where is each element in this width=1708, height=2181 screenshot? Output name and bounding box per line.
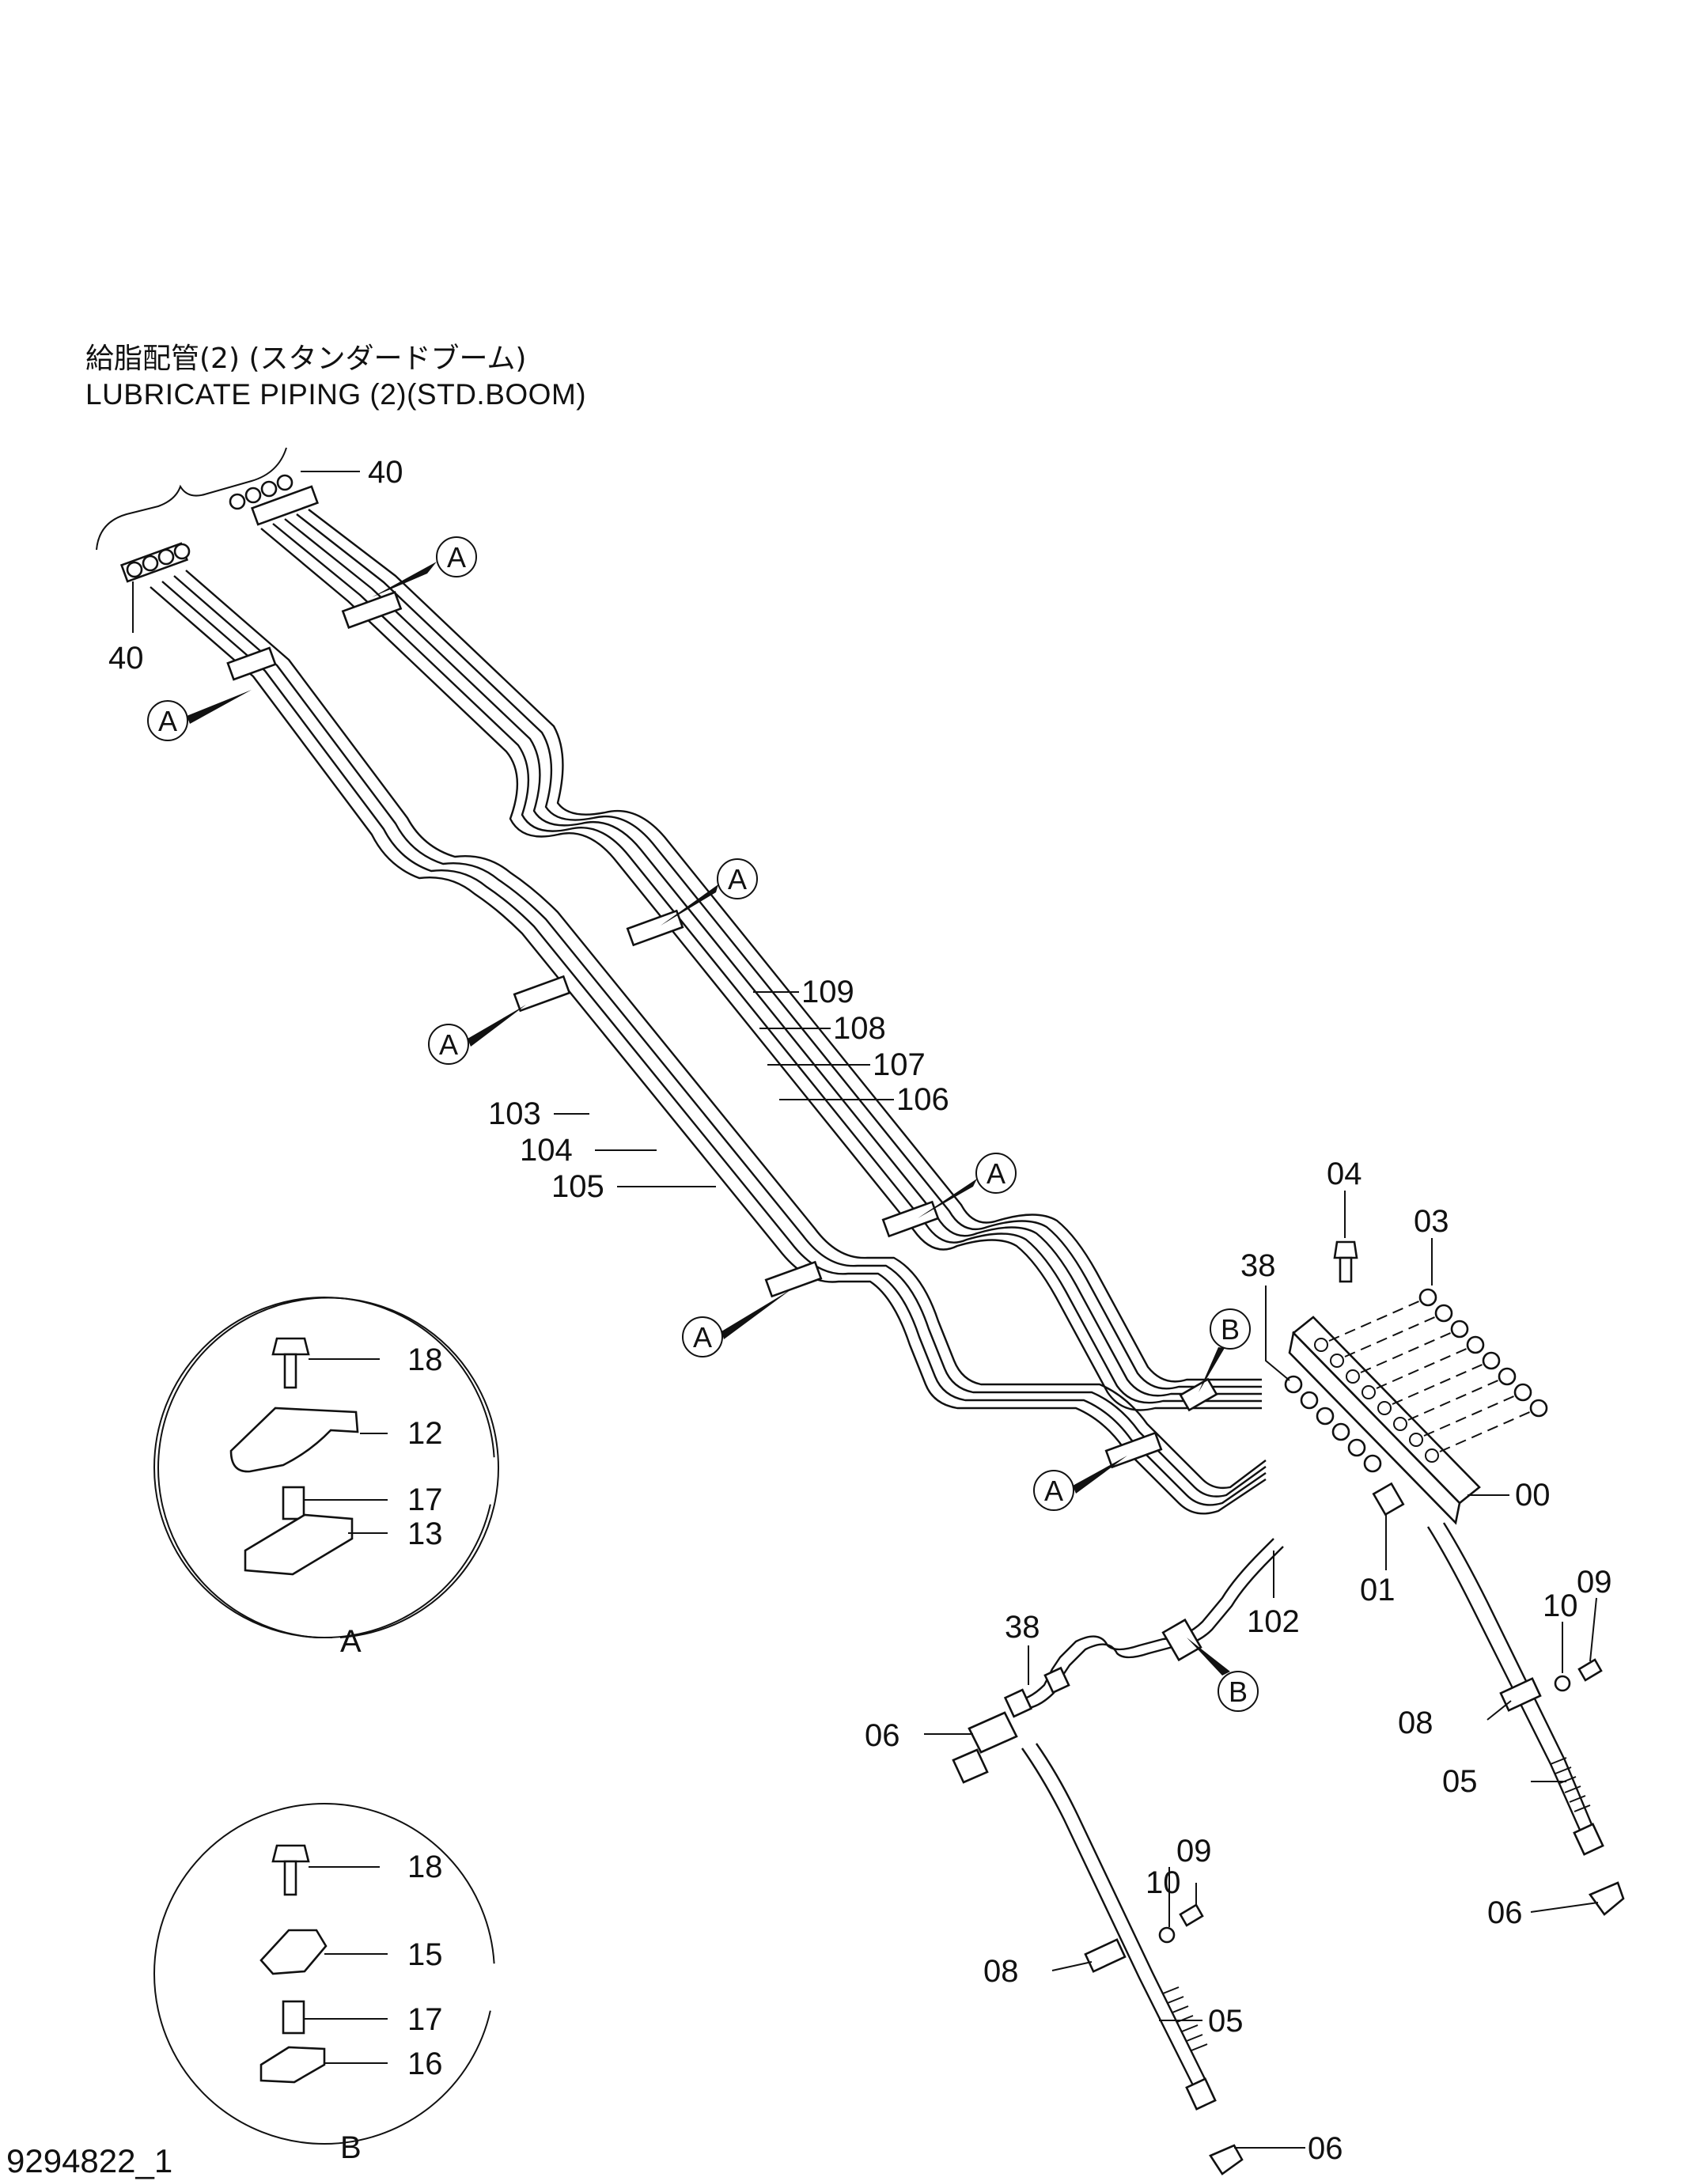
clamp-a1	[226, 646, 277, 681]
detail-b-plate	[259, 2046, 326, 2084]
clamp-a5	[764, 1260, 823, 1298]
detail-b-spacer	[282, 2000, 305, 2035]
callout-numbers: 40 40 109 108 107 106 103 104 105 04 03 …	[108, 455, 1612, 2166]
clamp-a7	[1104, 1431, 1163, 1469]
svg-text:13: 13	[407, 1516, 443, 1551]
svg-text:A: A	[987, 1157, 1005, 1190]
svg-text:18: 18	[407, 1850, 443, 1884]
svg-text:106: 106	[896, 1082, 949, 1117]
drawing-number: 9294822_1	[6, 2142, 173, 2179]
svg-text:06: 06	[1487, 1895, 1523, 1930]
hose-right	[1426, 1522, 1625, 1916]
svg-text:102: 102	[1247, 1604, 1300, 1639]
grease-manifold	[1288, 1297, 1539, 1525]
svg-text:108: 108	[833, 1011, 886, 1046]
clamp-b1	[1179, 1377, 1218, 1412]
svg-text:05: 05	[1442, 1764, 1478, 1799]
svg-text:04: 04	[1327, 1157, 1362, 1191]
svg-text:A: A	[158, 705, 177, 737]
adapters-38	[1284, 1375, 1382, 1473]
pipe-102	[1012, 1538, 1274, 1702]
svg-text:09: 09	[1176, 1834, 1212, 1869]
svg-text:B: B	[340, 2130, 362, 2165]
clamp-b2	[1161, 1618, 1202, 1662]
clamp-set	[226, 591, 1218, 1662]
svg-text:A: A	[1044, 1475, 1063, 1507]
svg-text:40: 40	[108, 641, 144, 676]
svg-text:08: 08	[983, 1954, 1019, 1989]
svg-text:109: 109	[801, 975, 854, 1009]
svg-text:107: 107	[873, 1047, 926, 1082]
svg-text:15: 15	[407, 1937, 443, 1972]
detail-b-bolt	[271, 1844, 310, 1896]
svg-text:12: 12	[407, 1416, 443, 1451]
detail-a-bolt	[271, 1337, 310, 1389]
clamp-a4	[626, 909, 684, 947]
svg-text:A: A	[693, 1321, 712, 1354]
svg-text:38: 38	[1240, 1248, 1276, 1283]
svg-text:09: 09	[1577, 1565, 1612, 1600]
svg-text:17: 17	[407, 2002, 443, 2037]
svg-text:104: 104	[520, 1133, 573, 1168]
svg-text:05: 05	[1208, 2004, 1244, 2039]
svg-text:38: 38	[1005, 1610, 1040, 1645]
svg-text:10: 10	[1146, 1865, 1181, 1900]
svg-text:06: 06	[1308, 2131, 1343, 2166]
clamp-a3	[513, 975, 571, 1013]
svg-text:103: 103	[488, 1096, 541, 1131]
detail-a-plate	[244, 1513, 354, 1576]
svg-text:16: 16	[407, 2047, 443, 2081]
svg-text:A: A	[340, 1624, 362, 1659]
title-japanese: 給脂配管(2) (スタンダードブーム)	[85, 343, 527, 375]
detail-a-spacer	[282, 1486, 305, 1520]
group-brace	[96, 447, 287, 551]
fitting-01	[1372, 1482, 1405, 1516]
hose-left	[1021, 1743, 1244, 2175]
svg-text:17: 17	[407, 1482, 443, 1517]
svg-text:B: B	[1229, 1676, 1248, 1708]
mid-fittings	[952, 1666, 1070, 1784]
svg-text:06: 06	[865, 1718, 900, 1753]
leader-lines	[132, 471, 1599, 2149]
clamp-a2	[341, 591, 403, 629]
clamp-a6	[881, 1200, 940, 1238]
svg-text:10: 10	[1543, 1588, 1578, 1623]
detail-a: A 18 12 17 13	[153, 1297, 499, 1659]
bolt-04	[1333, 1240, 1358, 1283]
svg-text:01: 01	[1360, 1573, 1396, 1607]
detail-b-clamp	[259, 1929, 328, 1975]
svg-text:105: 105	[551, 1169, 604, 1204]
svg-text:08: 08	[1398, 1706, 1433, 1740]
svg-text:B: B	[1221, 1313, 1240, 1346]
pipe-end-fittings	[119, 474, 320, 583]
detail-b: B 18 15 17 16	[153, 1803, 495, 2165]
svg-text:40: 40	[368, 455, 403, 490]
svg-text:A: A	[439, 1028, 458, 1061]
svg-text:03: 03	[1414, 1204, 1449, 1239]
detail-markers: A A A A A A A B B	[147, 536, 1259, 1712]
grease-nipples	[1418, 1288, 1548, 1418]
pipe-bundle-right	[260, 509, 1262, 1411]
svg-text:18: 18	[407, 1342, 443, 1377]
svg-text:A: A	[447, 541, 466, 574]
svg-text:A: A	[728, 863, 747, 895]
title-english: LUBRICATE PIPING (2)(STD.BOOM)	[85, 378, 587, 411]
detail-a-clamp	[229, 1407, 359, 1473]
pipe-bundle-left	[150, 570, 1267, 1515]
svg-text:00: 00	[1515, 1478, 1551, 1513]
